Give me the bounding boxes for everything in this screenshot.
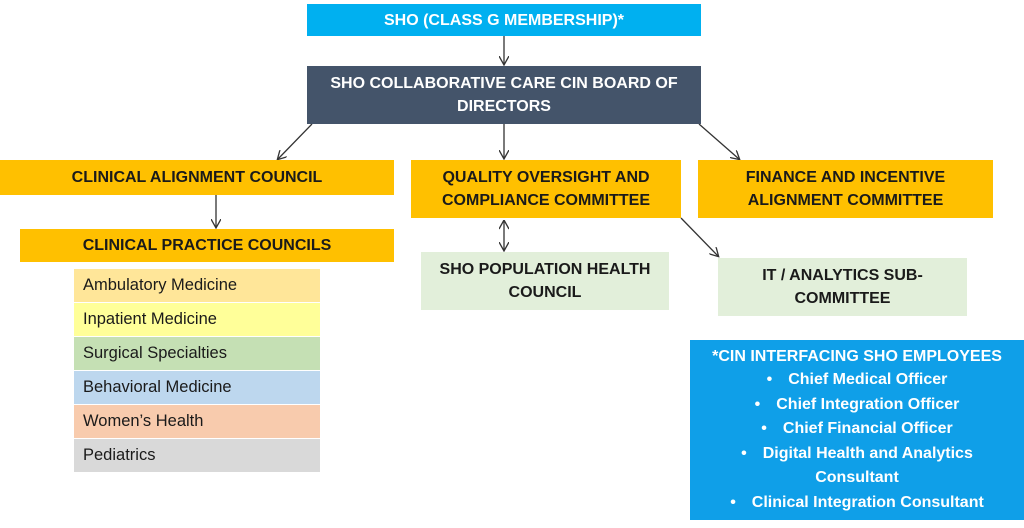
clinical-alignment-council-box: CLINICAL ALIGNMENT COUNCIL bbox=[0, 160, 394, 195]
council-pediatrics: Pediatrics bbox=[74, 439, 320, 473]
employee-role-label: Chief Medical Officer bbox=[788, 371, 948, 388]
council-behavioral-medicine: Behavioral Medicine bbox=[74, 371, 320, 405]
employee-role-label: Chief Financial Officer bbox=[782, 420, 953, 437]
population-health-label-line1: SHO POPULATION HEALTH bbox=[439, 261, 651, 278]
clinical-alignment-council-label: CLINICAL ALIGNMENT COUNCIL bbox=[71, 169, 323, 186]
it-analytics-label-line1: IT / ANALYTICS SUB- bbox=[762, 267, 923, 284]
bullet-icon: • bbox=[741, 444, 747, 462]
finance-label-line1: FINANCE AND INCENTIVE bbox=[745, 169, 946, 186]
employee-role: • Chief Financial Officer bbox=[690, 417, 1024, 442]
employee-role-label: Digital Health and Analytics Consultant bbox=[762, 444, 973, 487]
finance-incentive-committee-box: FINANCE AND INCENTIVE ALIGNMENT COMMITTE… bbox=[698, 160, 993, 218]
practice-council-list: Ambulatory Medicine Inpatient Medicine S… bbox=[74, 269, 320, 473]
arrow-quality-to-it bbox=[680, 217, 718, 256]
finance-label-line2: ALIGNMENT COMMITTEE bbox=[747, 192, 944, 209]
population-health-council-box: SHO POPULATION HEALTH COUNCIL bbox=[421, 252, 669, 310]
council-ambulatory-medicine: Ambulatory Medicine bbox=[74, 269, 320, 303]
quality-label-line2: COMPLIANCE COMMITTEE bbox=[442, 192, 650, 209]
clinical-practice-councils-box: CLINICAL PRACTICE COUNCILS bbox=[20, 229, 394, 262]
board-label-line1: SHO COLLABORATIVE CARE CIN BOARD OF bbox=[330, 75, 678, 92]
council-surgical-specialties: Surgical Specialties bbox=[74, 337, 320, 371]
employees-title: *CIN INTERFACING SHO EMPLOYEES bbox=[712, 348, 1002, 365]
employee-role: • Clinical Integration Consultant bbox=[690, 491, 1024, 516]
employee-role: • Chief Integration Officer bbox=[690, 393, 1024, 418]
employee-role: • Chief Medical Officer bbox=[690, 368, 1024, 393]
it-analytics-label-line2: COMMITTEE bbox=[794, 290, 891, 307]
quality-label-line1: QUALITY OVERSIGHT AND bbox=[442, 169, 650, 186]
sho-membership-box: SHO (CLASS G MEMBERSHIP)* bbox=[307, 4, 701, 36]
it-analytics-subcommittee-box: IT / ANALYTICS SUB- COMMITTEE bbox=[718, 258, 967, 316]
bullet-icon: • bbox=[766, 371, 773, 388]
bullet-icon: • bbox=[754, 395, 761, 413]
sho-membership-label: SHO (CLASS G MEMBERSHIP)* bbox=[383, 11, 624, 29]
employee-role-label: Chief Integration Officer bbox=[776, 395, 960, 413]
population-health-label-line2: COUNCIL bbox=[508, 284, 582, 301]
employees-list: •Chief Medical Officer •Chief Integratio… bbox=[690, 368, 1024, 515]
employee-role: • Digital Health and Analytics Consultant bbox=[690, 442, 1024, 491]
council-inpatient-medicine: Inpatient Medicine bbox=[74, 303, 320, 337]
board-of-directors-box: SHO COLLABORATIVE CARE CIN BOARD OF DIRE… bbox=[307, 66, 701, 124]
arrow-board-to-finance bbox=[698, 123, 739, 159]
clinical-practice-councils-label: CLINICAL PRACTICE COUNCILS bbox=[82, 237, 332, 254]
employee-role-label: Clinical Integration Consultant bbox=[751, 493, 984, 511]
board-label-line2: DIRECTORS bbox=[457, 98, 551, 115]
quality-oversight-committee-box: QUALITY OVERSIGHT AND COMPLIANCE COMMITT… bbox=[411, 160, 681, 218]
cin-interfacing-employees-box: *CIN INTERFACING SHO EMPLOYEES • Chief Me… bbox=[690, 340, 1024, 520]
bullet-icon: • bbox=[730, 493, 736, 511]
arrow-board-to-clinical-alignment bbox=[278, 123, 313, 159]
council-womens-health: Women’s Health bbox=[74, 405, 320, 439]
bullet-icon: • bbox=[761, 420, 767, 437]
